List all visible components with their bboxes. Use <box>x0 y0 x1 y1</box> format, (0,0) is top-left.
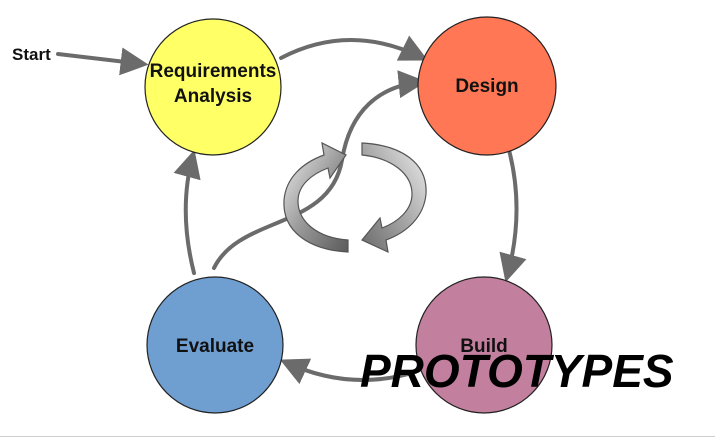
build-to-evaluate-arrow <box>279 358 417 385</box>
design-circle <box>417 16 557 156</box>
bottom-divider <box>0 436 715 437</box>
build-label: Build <box>460 336 508 357</box>
start-to-requirements-arrow <box>56 47 149 76</box>
node-evaluate: Evaluate <box>146 276 284 414</box>
requirements-circle <box>144 18 282 156</box>
connectors <box>56 35 527 385</box>
prototypes-label: PROTOTYPES <box>360 345 674 397</box>
requirements-label-line1: Requirements <box>150 61 277 82</box>
node-build: Build <box>415 276 553 414</box>
design-label: Design <box>455 76 518 97</box>
requirements-label-line2: Analysis <box>174 86 252 107</box>
evaluate-circle <box>146 276 284 414</box>
node-design: Design <box>417 16 557 156</box>
circular-arrows-icon <box>283 141 427 254</box>
evaluate-to-design-arrow <box>212 70 427 270</box>
evaluate-label: Evaluate <box>176 336 254 357</box>
requirements-to-design-arrow <box>279 35 429 61</box>
evaluate-to-requirements-arrow <box>173 149 201 275</box>
start-label: Start <box>12 45 51 64</box>
build-circle <box>415 276 553 414</box>
design-to-build-arrow <box>499 148 527 283</box>
node-requirements: Requirements Analysis <box>144 18 282 156</box>
